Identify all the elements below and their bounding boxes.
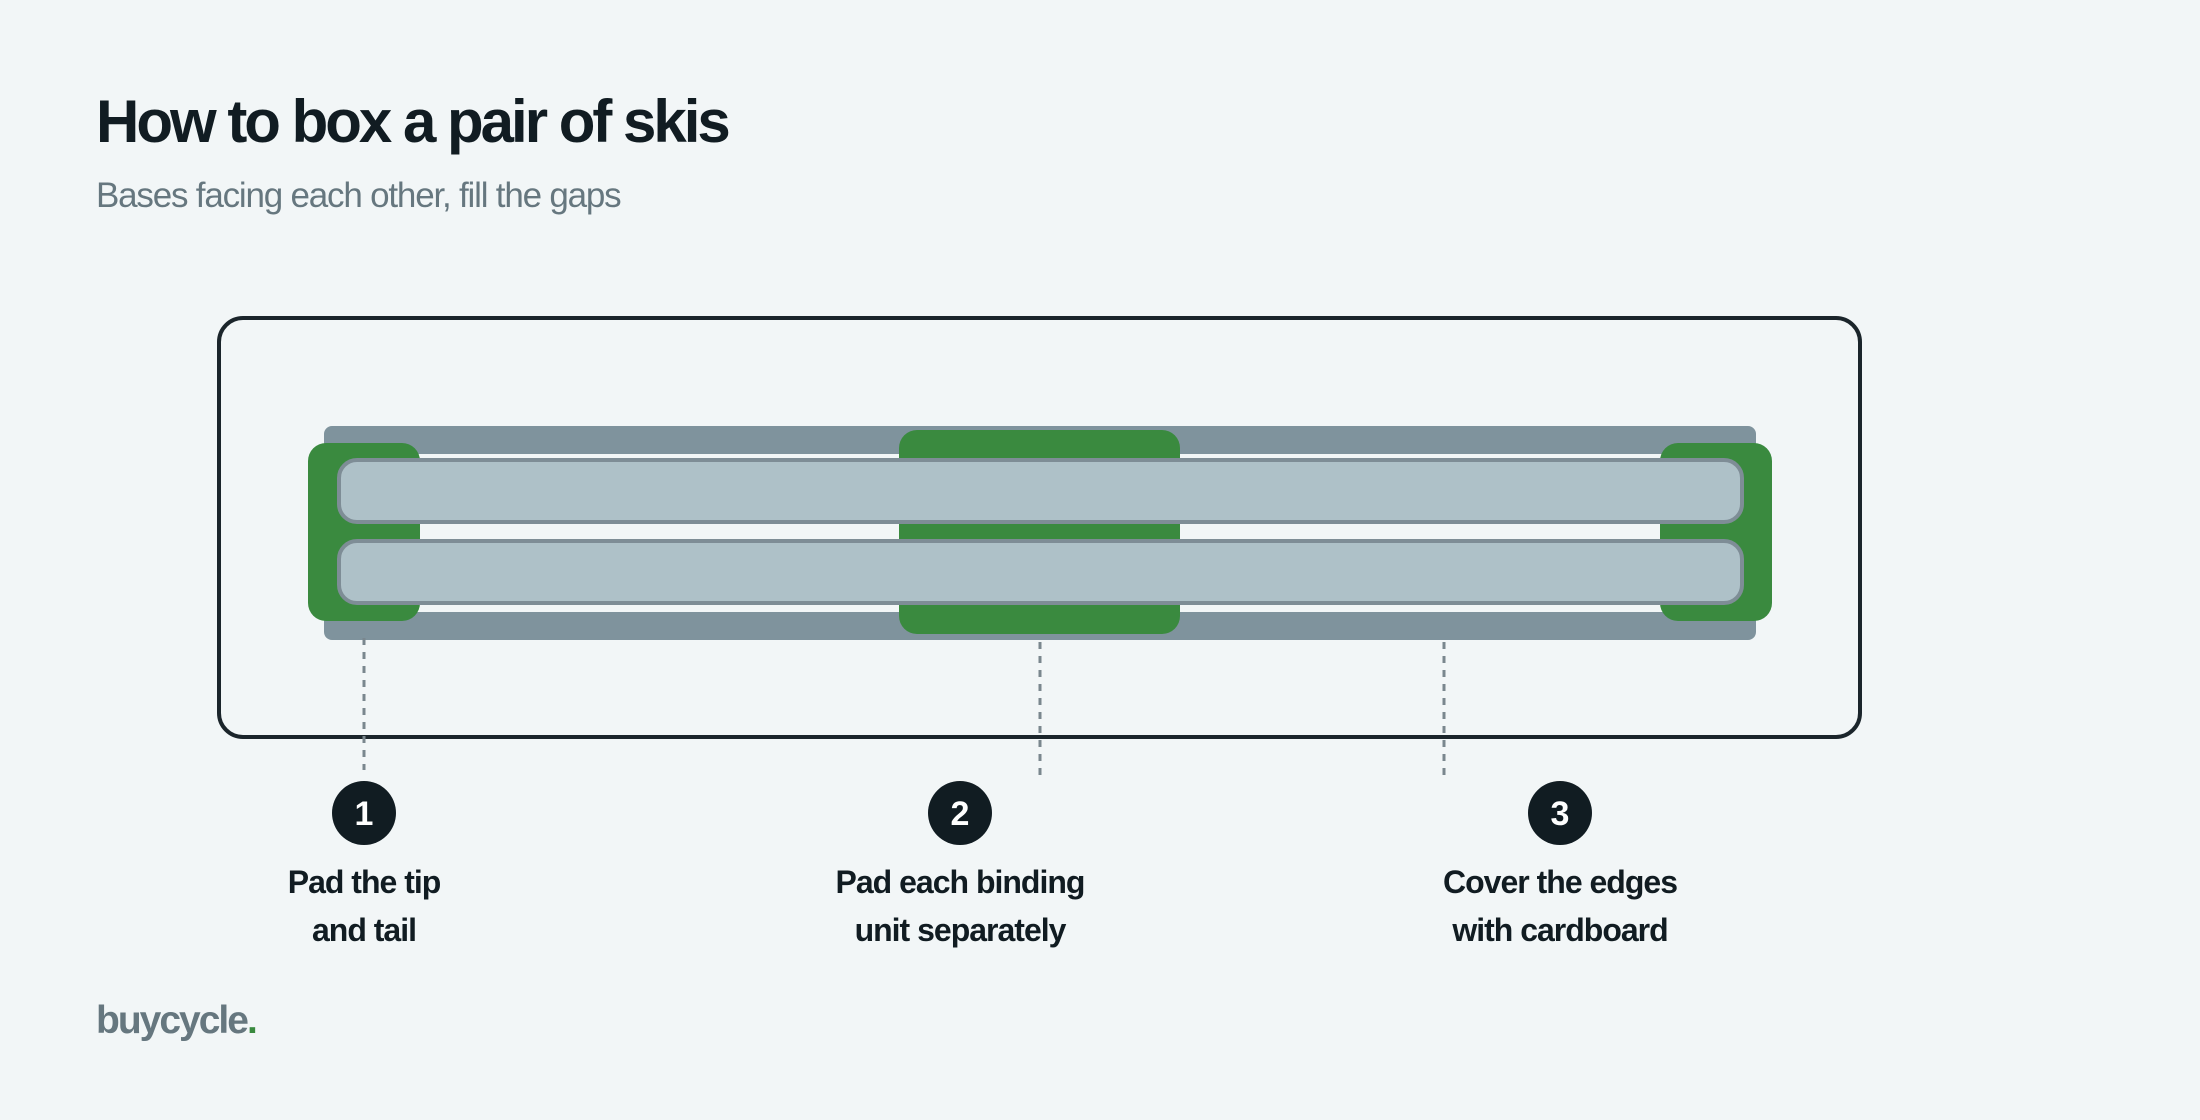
step-1-line-2: and tail xyxy=(311,912,417,948)
page-subtitle: Bases facing each other, fill the gaps xyxy=(96,176,622,215)
step-marker-2: 2 xyxy=(928,781,992,845)
shipping-box-outline xyxy=(217,316,1862,739)
step-3-label: Cover the edges with cardboard xyxy=(1360,858,1760,954)
ski-top xyxy=(337,458,1744,524)
step-3-line-1: Cover the edges xyxy=(1443,864,1678,900)
step-marker-3: 3 xyxy=(1528,781,1592,845)
step-3-line-2: with cardboard xyxy=(1452,912,1668,948)
step-1-label: Pad the tip and tail xyxy=(164,858,564,954)
step-2-line-2: unit separately xyxy=(854,912,1067,948)
svg-text:1: 1 xyxy=(355,795,374,833)
svg-text:2: 2 xyxy=(951,795,970,833)
brand-logo-dot: . xyxy=(246,999,258,1042)
svg-text:3: 3 xyxy=(1551,795,1570,833)
brand-logo-name: buycycle xyxy=(96,999,249,1042)
step-2-line-1: Pad each binding xyxy=(835,864,1086,900)
brand-logo: buycycle. xyxy=(96,996,258,1046)
step-marker-1: 1 xyxy=(332,781,396,845)
ski-bottom xyxy=(337,539,1744,605)
step-2-label: Pad each binding unit separately xyxy=(760,858,1160,954)
page-title: How to box a pair of skis xyxy=(96,88,731,155)
step-1-line-1: Pad the tip xyxy=(287,864,442,900)
